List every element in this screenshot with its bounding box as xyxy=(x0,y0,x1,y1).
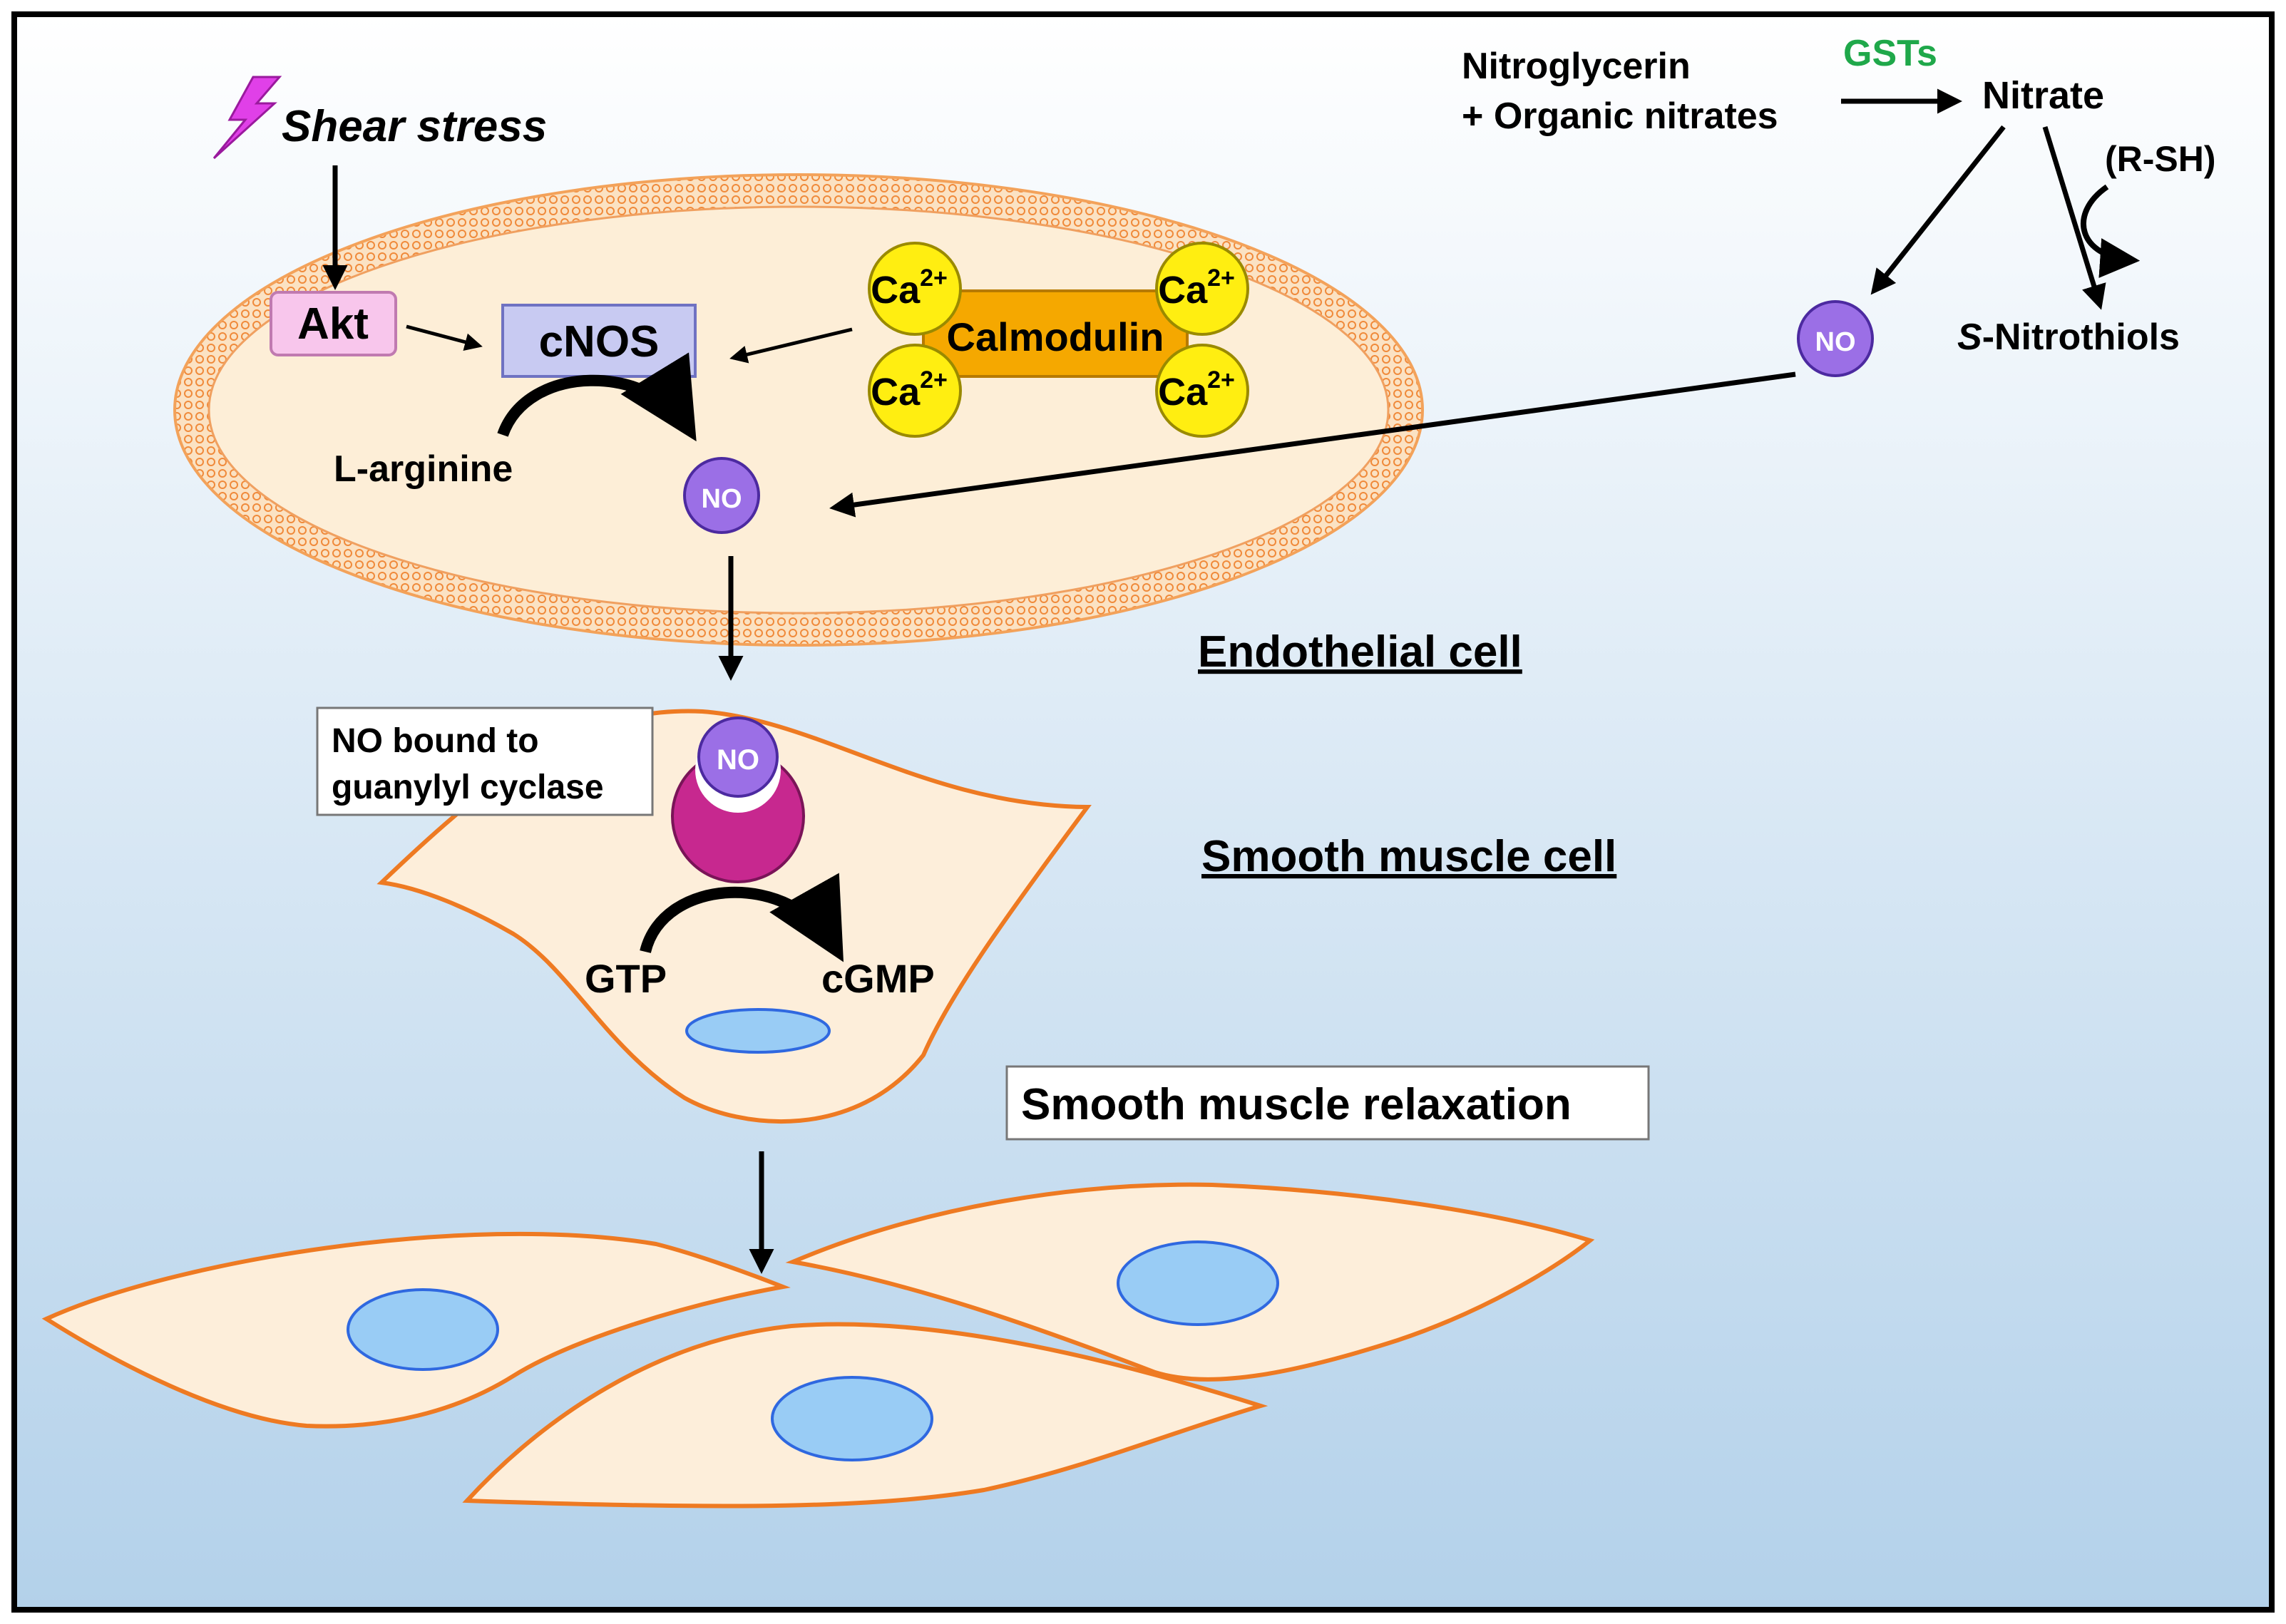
svg-text:NO: NO xyxy=(1815,327,1856,357)
arrow-no-into-endothelial xyxy=(829,371,1796,518)
svg-text:Ca2+: Ca2+ xyxy=(1158,264,1235,312)
arrow-l-arginine-to-no xyxy=(497,352,697,442)
akt-label: Akt xyxy=(297,299,369,349)
relaxed-smooth-muscle-cell xyxy=(41,1231,791,1429)
no-molecule-bound: NO xyxy=(697,716,779,798)
nitrate-label: Nitrate xyxy=(1982,74,2104,117)
svg-text:Smooth muscle relaxation: Smooth muscle relaxation xyxy=(1021,1080,1572,1129)
no-molecule-nitrate: NO xyxy=(1797,300,1874,377)
calcium-ion: Ca2+ xyxy=(868,344,962,438)
relaxed-smooth-muscle-cell xyxy=(462,1322,1268,1509)
calcium-ion: Ca2+ xyxy=(1155,344,1249,438)
svg-text:Ca2+: Ca2+ xyxy=(871,264,948,312)
akt-box xyxy=(270,291,397,356)
nucleus xyxy=(347,1288,499,1371)
calcium-ion: Ca2+ xyxy=(1155,242,1249,336)
calmodulin-label: Calmodulin xyxy=(947,314,1164,359)
svg-text:NO bound to: NO bound to xyxy=(332,722,539,760)
svg-text:guanylyl cyclase: guanylyl cyclase xyxy=(332,769,604,806)
shear-stress: Shear stress xyxy=(212,76,547,290)
gsts-label: GSTs xyxy=(1843,33,1937,74)
smooth-muscle-cell-label: Smooth muscle cell xyxy=(1201,832,1616,881)
endothelial-cell-label: Endothelial cell xyxy=(1198,627,1522,677)
svg-text:Ca2+: Ca2+ xyxy=(871,366,948,413)
nucleus xyxy=(685,1008,831,1054)
l-arginine-label: L-arginine xyxy=(334,448,513,490)
svg-text:NO: NO xyxy=(702,484,742,514)
cgmp-label: cGMP xyxy=(821,956,935,1001)
nitroglycerin-label: Nitroglycerin xyxy=(1462,46,1691,87)
organic-nitrates-label: + Organic nitrates xyxy=(1462,96,1778,137)
calcium-ion: Ca2+ xyxy=(868,242,962,336)
shear-stress-label: Shear stress xyxy=(282,102,547,151)
nitrothiols-label: S-Nitrothiols xyxy=(1957,317,2180,358)
gtp-label: GTP xyxy=(585,956,667,1001)
nucleus xyxy=(771,1376,933,1461)
arrow-calmodulin-to-cnos xyxy=(729,327,853,364)
arrow-akt-to-cnos xyxy=(406,324,483,351)
relaxed-smooth-muscle-cell xyxy=(785,1182,1595,1382)
rsh-curved-arrow xyxy=(2080,184,2141,278)
nucleus xyxy=(1117,1240,1279,1326)
svg-text:NO: NO xyxy=(717,744,759,776)
lightning-icon xyxy=(212,76,282,160)
nitrate-pathway: Nitroglycerin + Organic nitrates GSTs Ni… xyxy=(829,33,2216,518)
cnos-label: cNOS xyxy=(539,317,660,366)
calmodulin-box xyxy=(922,289,1189,378)
relaxation-label-box: Smooth muscle relaxation xyxy=(1005,1065,1650,1141)
cnos-node: cNOS xyxy=(501,304,697,378)
rsh-label: (R-SH) xyxy=(2105,139,2216,179)
arrow-gtp-to-cgmp xyxy=(640,873,844,962)
calmodulin-complex: Calmodulin Ca2+ Ca2+ Ca2+ Ca2+ xyxy=(868,242,1249,438)
akt-node: Akt xyxy=(270,291,397,356)
guanylyl-label-box: NO bound to guanylyl cyclase xyxy=(316,706,654,816)
arrow-nitrate-to-nitrothiols xyxy=(2042,125,2106,310)
arrow-nitrate-to-no xyxy=(1870,125,2006,295)
no-molecule-endothelial: NO xyxy=(683,457,760,534)
svg-text:Ca2+: Ca2+ xyxy=(1158,366,1235,413)
